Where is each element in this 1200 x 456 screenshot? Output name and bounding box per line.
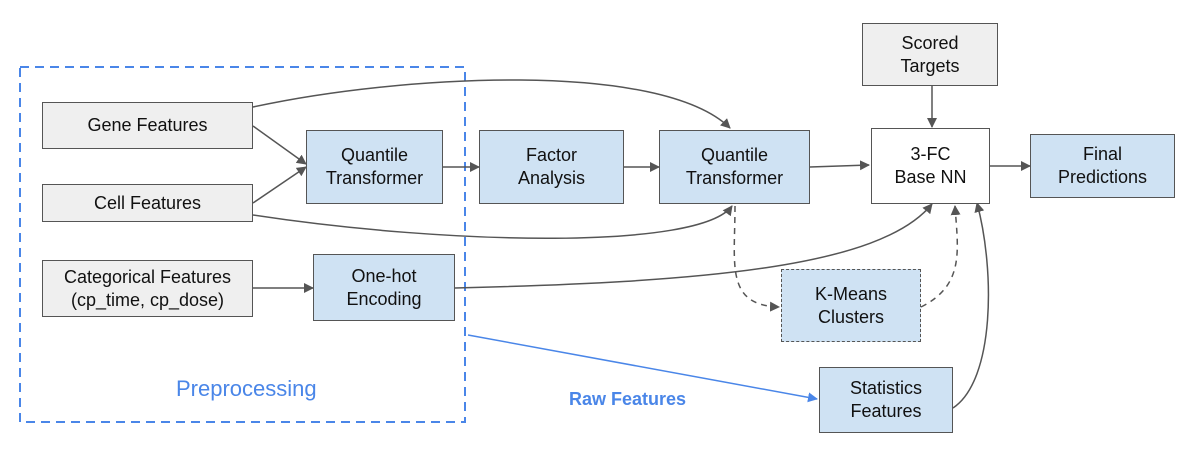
node-categorical-features: Categorical Features (cp_time, cp_dose) bbox=[42, 260, 253, 317]
preprocessing-group bbox=[19, 66, 466, 423]
node-cell-features: Cell Features bbox=[42, 184, 253, 222]
node-scored-targets: Scored Targets bbox=[862, 23, 998, 86]
edge-cell-to-qt1 bbox=[252, 166, 307, 204]
edge-stats-to-nn bbox=[952, 202, 990, 409]
preprocessing-label: Preprocessing bbox=[176, 376, 317, 401]
raw-features-label: Raw Features bbox=[569, 389, 687, 409]
edge-qt2-to-kmeans bbox=[733, 205, 780, 312]
edge-cell-to-qt2 bbox=[252, 205, 733, 240]
edge-qt2-to-nn bbox=[809, 160, 870, 171]
node-quantile-transformer-1: Quantile Transformer bbox=[306, 130, 443, 204]
node-statistics-features: Statistics Features bbox=[819, 367, 953, 433]
node-kmeans-clusters: K-Means Clusters bbox=[781, 269, 921, 342]
edge-gene-to-qt1 bbox=[252, 125, 307, 165]
node-gene-features: Gene Features bbox=[42, 102, 253, 149]
edge-kmeans-to-nn bbox=[920, 205, 961, 308]
edge-onehot-to-nn bbox=[454, 203, 933, 289]
node-final-predictions: Final Predictions bbox=[1030, 134, 1175, 198]
edge-raw-features bbox=[467, 334, 818, 403]
node-factor-analysis: Factor Analysis bbox=[479, 130, 624, 204]
node-base-nn: 3-FC Base NN bbox=[871, 128, 990, 204]
edge-gene-to-qt2 bbox=[252, 79, 731, 129]
node-quantile-transformer-2: Quantile Transformer bbox=[659, 130, 810, 204]
node-one-hot-encoding: One-hot Encoding bbox=[313, 254, 455, 321]
